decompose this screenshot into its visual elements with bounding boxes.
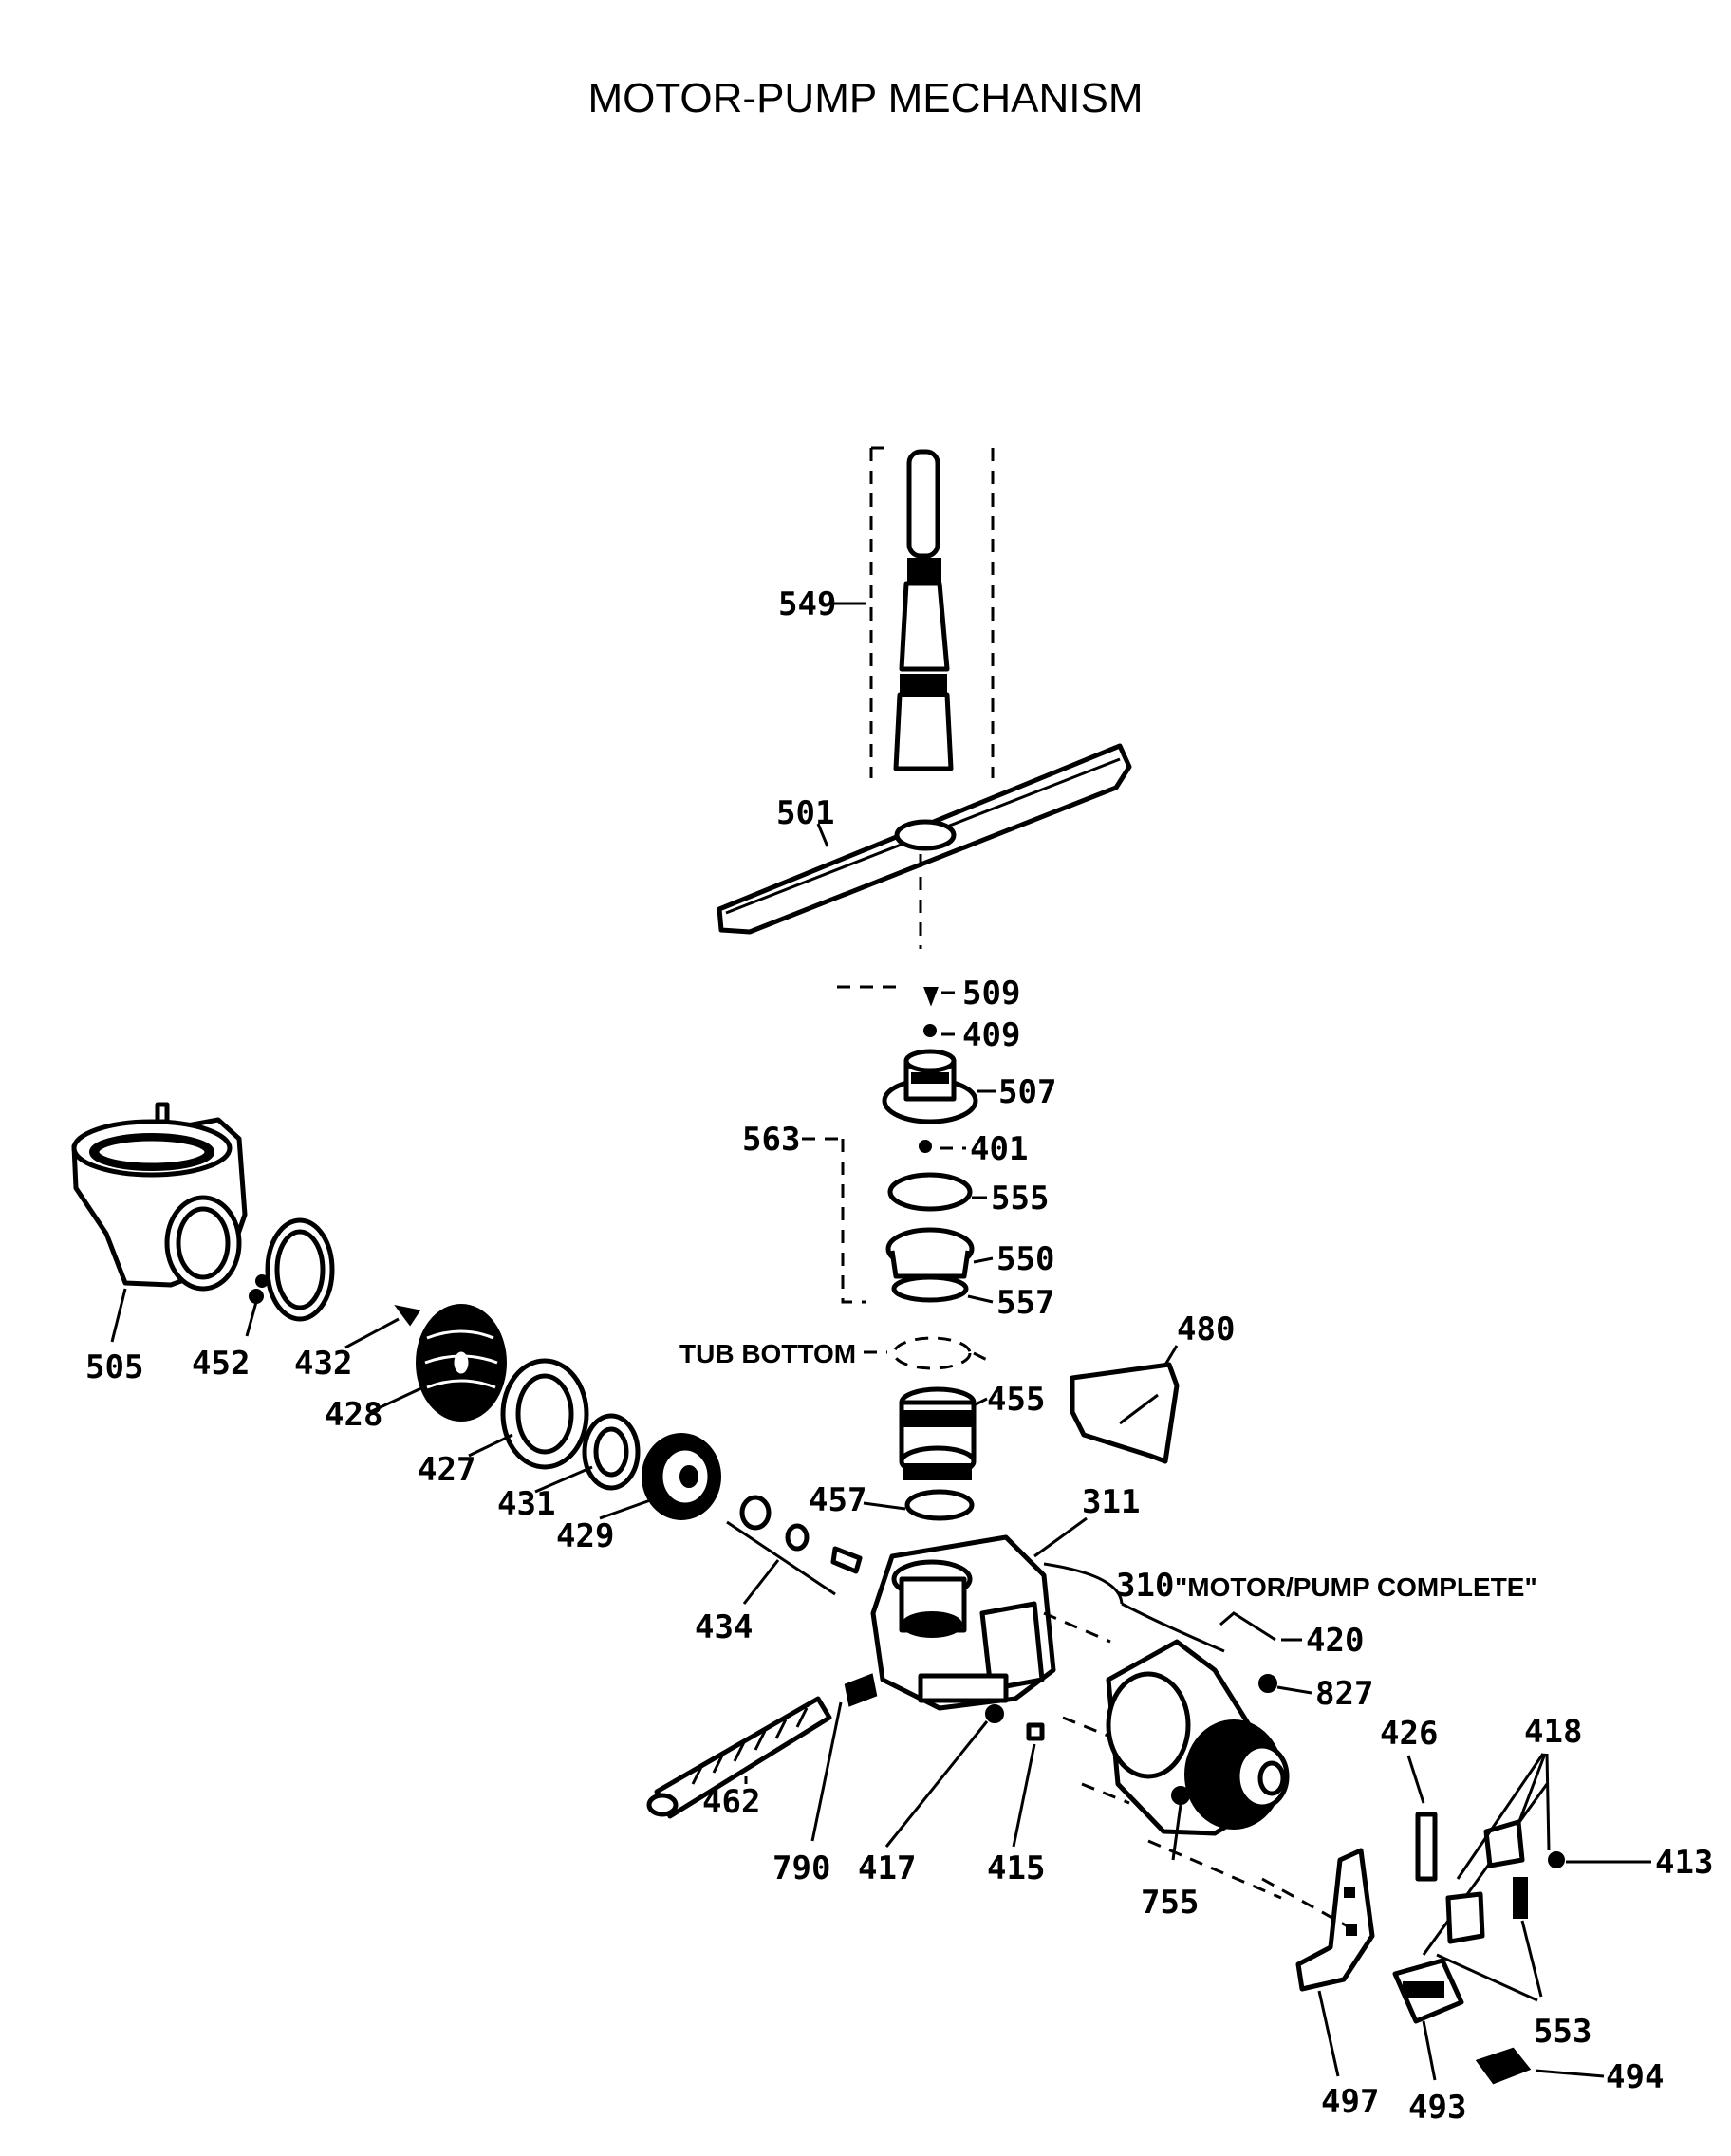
part-790-spring <box>844 1673 878 1707</box>
part-420-clip <box>1219 1611 1276 1642</box>
label-431: 431 <box>497 1485 555 1523</box>
part-755 <box>1171 1786 1190 1805</box>
label-555: 555 <box>991 1180 1049 1217</box>
part-413 <box>1548 1851 1565 1868</box>
part-509-screw <box>923 987 939 1007</box>
part-417-nut <box>985 1704 1004 1723</box>
label-418: 418 <box>1524 1713 1582 1751</box>
part-429-cover <box>642 1433 721 1520</box>
label-563: 563 <box>742 1121 800 1159</box>
part-505-housing <box>71 1102 248 1292</box>
part-493-switch <box>1392 1958 1464 2024</box>
label-428: 428 <box>325 1396 382 1434</box>
part-549-spray-tube <box>869 446 995 778</box>
part-431-ring <box>582 1413 641 1491</box>
part-555-ring <box>887 1172 973 1212</box>
label-827: 827 <box>1315 1675 1373 1713</box>
part-827 <box>1258 1674 1277 1693</box>
part-455-bearing <box>899 1386 977 1480</box>
part-motor <box>1043 1611 1290 1836</box>
label-501: 501 <box>776 794 834 832</box>
part-480-shield <box>1070 1362 1180 1464</box>
label-553: 553 <box>1534 2013 1591 2051</box>
label-413: 413 <box>1655 1844 1713 1882</box>
motor-pump-complete-label: "MOTOR/PUMP COMPLETE" <box>1175 1572 1537 1602</box>
label-432: 432 <box>294 1345 352 1383</box>
label-507: 507 <box>998 1073 1056 1111</box>
label-401: 401 <box>970 1130 1028 1168</box>
label-493: 493 <box>1408 2089 1466 2127</box>
label-480: 480 <box>1177 1310 1235 1348</box>
label-420: 420 <box>1306 1622 1364 1660</box>
part-462-auger <box>646 1696 832 1819</box>
label-457: 457 <box>809 1481 866 1519</box>
part-507-hub <box>882 1049 978 1124</box>
part-501-spray-arm <box>717 743 1132 949</box>
label-557: 557 <box>996 1284 1054 1322</box>
label-462: 462 <box>702 1783 760 1821</box>
label-455: 455 <box>987 1381 1045 1419</box>
tub-bottom-outline <box>892 1336 972 1370</box>
part-553-spring <box>1513 1877 1528 1919</box>
part-401 <box>919 1140 932 1153</box>
label-409: 409 <box>962 1016 1020 1054</box>
tub-bottom-label: TUB BOTTOM <box>679 1339 856 1368</box>
label-505: 505 <box>85 1348 143 1386</box>
label-311: 311 <box>1082 1483 1140 1521</box>
label-426: 426 <box>1380 1715 1438 1753</box>
part-550-nut <box>885 1227 975 1303</box>
part-311-pump-housing <box>870 1534 1056 1711</box>
part-432-pin <box>394 1305 421 1327</box>
label-427: 427 <box>418 1451 475 1489</box>
label-434: 434 <box>695 1608 753 1646</box>
part-457-clamp <box>904 1489 975 1521</box>
label-429: 429 <box>556 1517 614 1555</box>
label-417: 417 <box>858 1849 916 1887</box>
part-418-bracket <box>1422 1783 1549 1956</box>
part-452-clamp <box>249 1217 335 1322</box>
part-434-kit <box>726 1495 863 1596</box>
diagram-title: MOTOR-PUMP MECHANISM <box>587 75 1143 121</box>
label-452: 452 <box>192 1345 250 1383</box>
label-790: 790 <box>772 1849 830 1887</box>
part-409 <box>923 1024 937 1037</box>
label-494: 494 <box>1606 2058 1664 2096</box>
part-426-lever <box>1415 1812 1438 1882</box>
part-497-bracket <box>1295 1848 1375 1992</box>
part-415-nut <box>1026 1722 1045 1741</box>
part-427-ring <box>500 1358 589 1470</box>
label-310: 310 <box>1116 1567 1174 1605</box>
label-509: 509 <box>962 975 1020 1013</box>
label-755: 755 <box>1141 1884 1199 1922</box>
label-497: 497 <box>1321 2083 1379 2121</box>
label-415: 415 <box>987 1849 1045 1887</box>
part-428-impeller <box>416 1304 507 1422</box>
part-494 <box>1475 2047 1532 2085</box>
label-550: 550 <box>996 1240 1054 1278</box>
label-549: 549 <box>778 585 836 623</box>
